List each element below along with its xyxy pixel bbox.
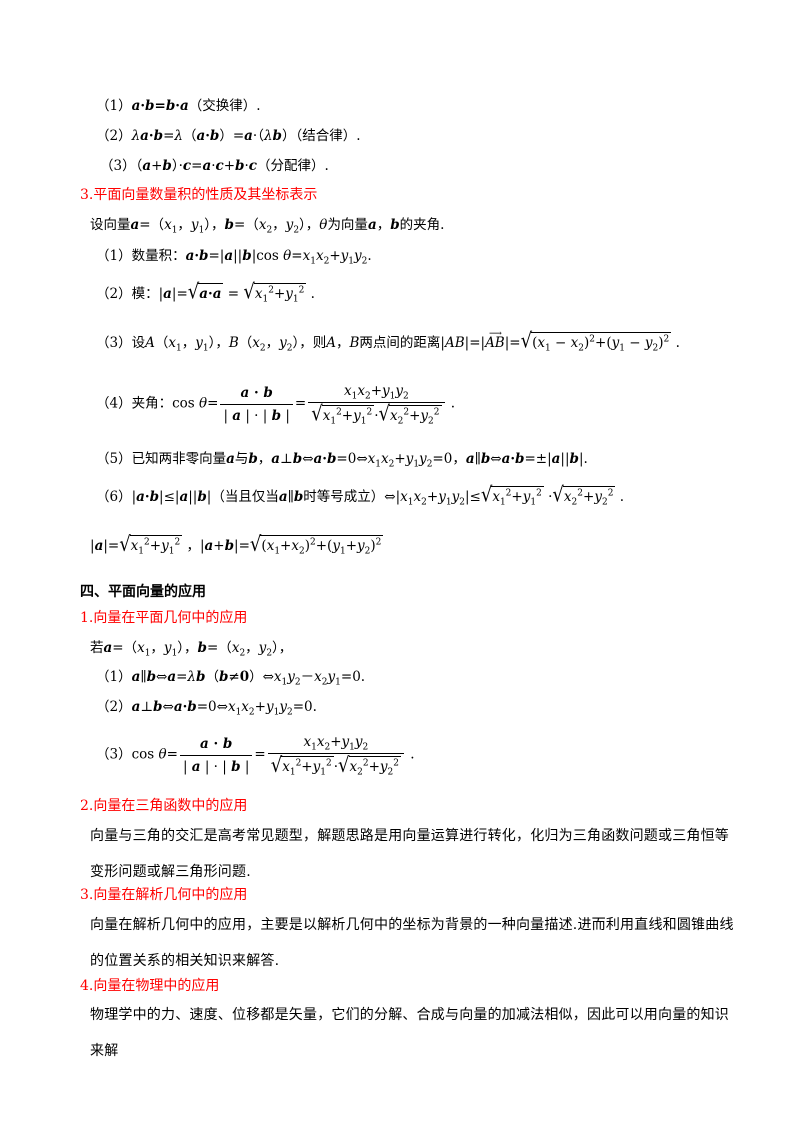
app-intro: 若a=（x1，y1），b=（x2，y2）， bbox=[90, 640, 293, 659]
paragraph-trigonometry: 向量与三角的交汇是高考常见题型，解题思路是用向量运算进行转化，化归为三角函数问题… bbox=[90, 828, 729, 880]
prop-angle: （4）夹角：cos θ=a · b| a | · | b |=x1x2+y1y2… bbox=[96, 383, 456, 427]
paragraph-analytic-geometry: 向量在解析几何中的应用，主要是以解析几何中的坐标为背景的一种向量描述.进而利用直… bbox=[90, 917, 734, 969]
prop-dot-product: （1）数量积：a·b=|a||b|cos θ=x1x2+y1y2. bbox=[96, 248, 372, 267]
app-parallel: （1）a∥b⇔a=λb（b≠0）⇔x1y2－x2y1=0. bbox=[96, 669, 366, 688]
heading-dot-product-properties: 3.平面向量数量积的性质及其坐标表示 bbox=[80, 187, 318, 203]
prop-modulus: （2）模：|a|=√a·a = √x12+y12 . bbox=[96, 280, 315, 305]
app-cosine: （3）cos θ=a · b| a | · | b |=x1x2+y1y2√x1… bbox=[96, 734, 415, 778]
law-commutative: （1）a·b=b·a（交换律）. bbox=[96, 98, 261, 114]
prop-perpendicular-parallel: （5）已知两非零向量a与b，a⊥b⇔a·b=0⇔x1x2+y1y2=0，a∥b⇔… bbox=[96, 451, 588, 470]
heading-analytic-geometry: 3.向量在解析几何中的应用 bbox=[80, 887, 248, 903]
paragraph-physics: 物理学中的力、速度、位移都是矢量，它们的分解、合成与向量的加减法相似，因此可以用… bbox=[90, 1007, 729, 1059]
section-heading-applications: 四、平面向量的应用 bbox=[80, 584, 206, 600]
law-distributive: （3）（a+b）·c=a·c+b·c（分配律）. bbox=[100, 158, 329, 174]
prop-distance: （3）设A（x1，y1），B（x2，y2），则A，B两点间的距离|AB|=|⟶A… bbox=[96, 329, 680, 354]
heading-physics: 4.向量在物理中的应用 bbox=[80, 978, 220, 994]
heading-trigonometry: 2.向量在三角函数中的应用 bbox=[80, 798, 248, 814]
prop-magnitude-sum: |a|=√x12+y12 ，|a+b|=√(x1+x2)2+(y1+y2)2 bbox=[90, 532, 384, 557]
prop-cauchy: （6）|a·b|≤|a||b|（当且仅当a∥b时等号成立）⇔|x1x2+y1y2… bbox=[96, 483, 625, 508]
app-perpendicular: （2）a⊥b⇔a·b=0⇔x1x2+y1y2=0. bbox=[96, 699, 317, 718]
heading-plane-geometry: 1.向量在平面几何中的应用 bbox=[80, 610, 248, 626]
intro-vectors: 设向量a=（x1，y1），b=（x2，y2），θ为向量a，b的夹角. bbox=[90, 217, 445, 236]
law-associative: （2）λa·b=λ（a·b）=a·（λb）（结合律）. bbox=[96, 128, 361, 144]
